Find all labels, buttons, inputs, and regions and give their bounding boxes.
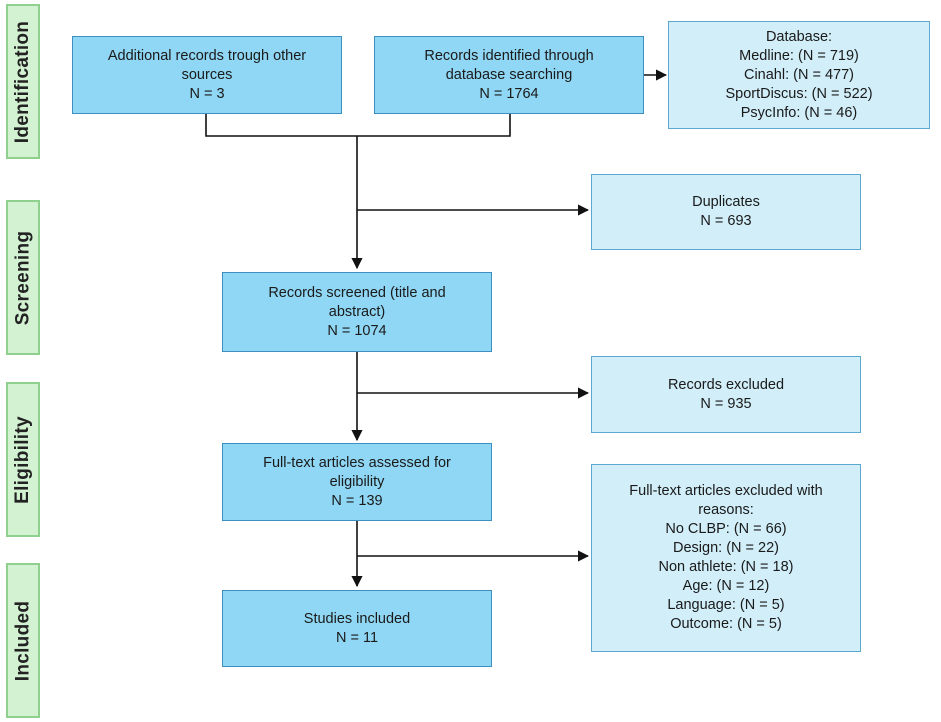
duplicates-count: N = 693	[700, 213, 752, 229]
fulltext-count: N = 139	[331, 492, 383, 509]
stage-eligibility-label: Eligibility	[12, 415, 34, 504]
screened-line2: abstract)	[328, 303, 386, 320]
exclusion-reason-non-athlete: Non athlete: (N = 18)	[658, 559, 794, 575]
box-additional-records: Additional records trough other sources …	[72, 36, 342, 114]
duplicates-title: Duplicates	[692, 194, 760, 210]
included-count: N = 11	[335, 629, 379, 646]
box-duplicates: Duplicates N = 693	[591, 174, 861, 250]
box-fulltext-assessed: Full-text articles assessed for eligibil…	[222, 443, 492, 521]
fulltext-excluded-line1: Full-text articles excluded with	[629, 483, 823, 499]
stage-included-label: Included	[12, 600, 34, 681]
exclusion-reason-language: Language: (N = 5)	[667, 597, 785, 613]
exclusion-reason-design: Design: (N = 22)	[673, 540, 779, 556]
stage-eligibility: Eligibility	[6, 382, 40, 537]
database-item-medline: Medline: (N = 719)	[739, 47, 859, 64]
exclusion-reason-outcome: Outcome: (N = 5)	[670, 616, 782, 632]
stage-screening: Screening	[6, 200, 40, 355]
database-item-sportdiscus: SportDiscus: (N = 522)	[725, 85, 873, 102]
screened-line1: Records screened (title and	[268, 284, 446, 301]
exclusion-reason-clbp: No CLBP: (N = 66)	[665, 521, 787, 537]
stage-identification: Identification	[6, 4, 40, 159]
database-item-psycinfo: PsycInfo: (N = 46)	[740, 104, 858, 121]
databases-title: Database:	[765, 28, 833, 45]
database-search-line1: Records identified through	[424, 47, 594, 64]
database-search-count: N = 1764	[479, 85, 539, 102]
stage-identification-label: Identification	[12, 20, 34, 143]
box-records-screened: Records screened (title and abstract) N …	[222, 272, 492, 352]
stage-screening-label: Screening	[12, 230, 34, 325]
additional-records-count: N = 3	[189, 85, 225, 102]
fulltext-line2: eligibility	[329, 473, 385, 490]
additional-records-line2: sources	[181, 66, 233, 83]
excluded-title: Records excluded	[667, 376, 785, 393]
screened-count: N = 1074	[327, 322, 387, 339]
exclusion-reason-age: Age: (N = 12)	[682, 578, 770, 594]
fulltext-excluded-line2: reasons:	[698, 502, 754, 518]
additional-records-line1: Additional records trough other	[107, 47, 307, 64]
box-studies-included: Studies included N = 11	[222, 590, 492, 667]
merge-connector	[205, 114, 511, 137]
database-search-line2: database searching	[445, 66, 573, 83]
fulltext-line1: Full-text articles assessed for	[263, 454, 451, 471]
box-databases: Database: Medline: (N = 719) Cinahl: (N …	[668, 21, 930, 129]
box-fulltext-excluded: Full-text articles excluded with reasons…	[591, 464, 861, 652]
box-database-search: Records identified through database sear…	[374, 36, 644, 114]
box-records-excluded: Records excluded N = 935	[591, 356, 861, 433]
database-item-cinahl: Cinahl: (N = 477)	[743, 66, 854, 83]
stage-included: Included	[6, 563, 40, 718]
included-title: Studies included	[303, 610, 411, 627]
excluded-count: N = 935	[700, 395, 752, 412]
